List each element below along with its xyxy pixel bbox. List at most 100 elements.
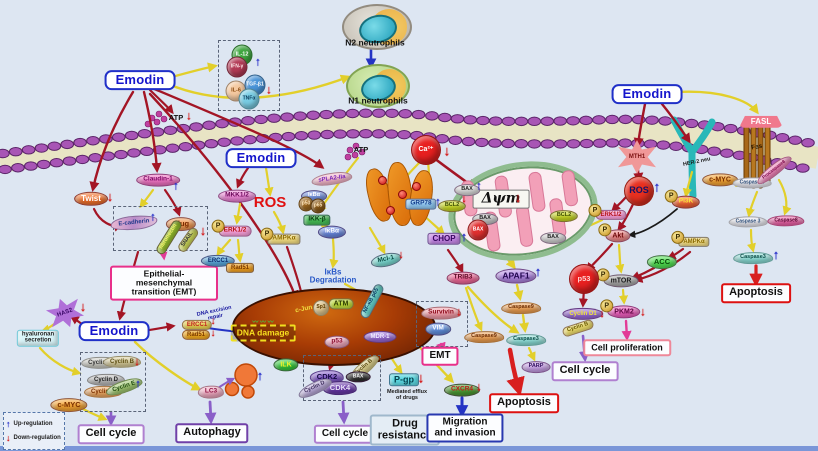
erk12-center-label: ERK1/2 xyxy=(223,226,247,234)
emodin-right-label: Emodin xyxy=(622,86,672,102)
reg-autophagosome-up-label: ↑ xyxy=(256,368,264,384)
reg-rad51-down-label: ↓ xyxy=(210,327,216,339)
acc: ACC xyxy=(646,255,678,269)
caspase8-b: Caspase8 xyxy=(767,215,805,227)
cyclin-b-left-label: Cyclin B xyxy=(109,358,135,365)
efflux-note-label: Mediated efflux of drugs xyxy=(386,389,428,401)
n2-label: N2 neutrophils xyxy=(341,38,409,49)
autophagosomes xyxy=(224,363,258,399)
reg-ecad-up-label: ↑ xyxy=(150,209,156,224)
caspase3-right: Caspase3 xyxy=(733,252,773,264)
arrow xyxy=(337,400,350,425)
reg-mcl1-down: ↓ xyxy=(398,250,404,262)
procaspase8-label: Procaspase8 xyxy=(760,158,786,180)
reg-cxcr4-down-label: ↓ xyxy=(476,379,482,394)
dna-damage-label: DNA damage xyxy=(236,327,290,338)
efflux-note: Mediated efflux of drugs xyxy=(383,389,431,403)
phospho-badge: P xyxy=(600,299,614,313)
p53-right-label: p53 xyxy=(577,274,591,284)
tgf-beta1-label: TGF-β1 xyxy=(246,81,264,88)
p65-c: p65 xyxy=(310,198,326,214)
vim-label: VIM xyxy=(432,324,444,332)
arrow xyxy=(676,90,759,115)
survivin-label: Survivin xyxy=(428,308,454,316)
reg-ros-up-label: ↑ xyxy=(653,178,661,195)
bcl2-left-label: BCL2 xyxy=(444,202,460,209)
reg-bcl2-down: ↓ xyxy=(461,194,467,206)
emodin-top-left: Emodin xyxy=(104,70,176,90)
emodin-bottom-left-label: Emodin xyxy=(89,323,139,339)
arrow xyxy=(329,237,339,269)
arrow xyxy=(264,166,274,197)
ros-center-label: ROS xyxy=(253,194,287,212)
apoptosis-right: Apoptosis xyxy=(721,283,791,303)
p50: p50 xyxy=(298,196,314,212)
phospho-badge: P xyxy=(664,189,678,203)
p-gp-label: P-gp xyxy=(394,374,414,385)
reg-ca2-down: ↓ xyxy=(444,143,451,159)
bax-nuc: BAX xyxy=(345,371,371,383)
rad51-bottom-label: Rad51 xyxy=(186,331,206,338)
ros-center: ROS xyxy=(250,194,291,212)
reg-bcl2-down-label: ↓ xyxy=(461,193,467,206)
reg-chop-up: ↑ xyxy=(461,230,468,244)
arrow xyxy=(233,202,243,225)
legend-down-row: ↓ Down-regulation xyxy=(6,433,62,443)
cxcr4: CXCR4 xyxy=(443,383,481,397)
cyclin-d-left-label: Cyclin D xyxy=(93,376,119,383)
atp-center: ATP xyxy=(350,145,372,155)
reg-pkm2-down-label: ↓ xyxy=(640,304,646,319)
arrow xyxy=(627,208,678,239)
reg-ros-up: ↑ xyxy=(653,178,661,195)
hyaluronan-label: hyaluronan secretion xyxy=(21,331,55,344)
arrow xyxy=(660,102,691,144)
legend-down-label: Down-regulation xyxy=(13,435,61,442)
reg-apaf1-up-label: ↑ xyxy=(534,264,542,280)
emodin-bottom-left: Emodin xyxy=(78,321,150,341)
cell-cycle-left: Cell cycle xyxy=(77,424,145,444)
bax-4-label: BAX xyxy=(547,234,559,241)
chop: CHOP xyxy=(427,232,461,246)
arrow xyxy=(142,90,162,174)
il12-label: IL-12 xyxy=(235,51,249,58)
reg-casp3-up-label: ↑ xyxy=(772,247,780,263)
reg-ercc1-down-label: ↓ xyxy=(210,315,216,327)
arrow xyxy=(446,248,464,274)
atp-left: ATP xyxy=(165,113,187,123)
arrow xyxy=(527,346,536,362)
rad51-center-label: Rad51 xyxy=(230,264,250,271)
emodin-right: Emodin xyxy=(611,84,683,104)
trib3: TRIB3 xyxy=(446,271,480,285)
cdk4-label: CDK4 xyxy=(329,383,351,393)
caspase3-right-label: Caspase3 xyxy=(740,254,766,261)
phospho-badge: P xyxy=(588,203,602,217)
tnf-alpha-label: TNFα xyxy=(242,95,256,102)
legend-up-label: Up-regulation xyxy=(13,420,53,427)
acc-label: ACC xyxy=(653,257,671,267)
ercc1-bottom: ERCC1 xyxy=(181,319,213,331)
fasl-label: FASL xyxy=(750,116,772,126)
reg-rad51-down: ↓ xyxy=(210,327,216,340)
cyclin-d1-label: Cyclin D1 xyxy=(569,310,597,317)
reg-dym-down-label: ↓ xyxy=(514,190,522,206)
reg-bax-up-label: ↑ xyxy=(476,178,482,193)
grp78-label: GRP78 xyxy=(410,199,432,207)
p53-nucleus-label: p53 xyxy=(331,337,343,345)
reg-cytokine-down: ↓ xyxy=(266,84,272,97)
erk12-right-label: ERK1/2 xyxy=(600,211,622,218)
rad51-center: Rad51 xyxy=(225,262,255,274)
arrow xyxy=(682,170,694,198)
ca2-label: Ca²⁺ xyxy=(418,146,434,154)
arrow xyxy=(148,88,174,115)
reg-survivin-down-label: ↓ xyxy=(456,304,462,319)
ifn-gamma-label: IFN-γ xyxy=(230,63,244,70)
reg-twist-down: ↓ xyxy=(107,190,114,204)
atp-left-label: ATP xyxy=(168,113,184,123)
cxcr4-label: CXCR4 xyxy=(450,385,474,393)
ampk-right-label: AMPKα xyxy=(683,238,705,245)
twist-label: Twist xyxy=(81,193,101,203)
